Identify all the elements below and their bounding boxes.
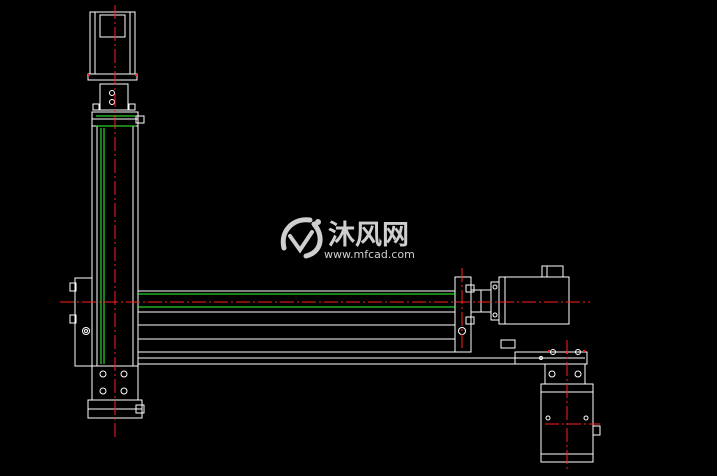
watermark: 沐风网 www.mfcad.com xyxy=(280,217,415,261)
watermark-brand-url: www.mfcad.com xyxy=(324,248,415,261)
watermark-brand-cn: 沐风网 xyxy=(328,220,409,251)
horizontal-servo-motor xyxy=(498,265,570,325)
horizontal-axis-module xyxy=(138,265,585,365)
vertical-coupling-block xyxy=(92,83,136,111)
horizontal-beam xyxy=(138,290,455,353)
right-base-plate xyxy=(514,349,588,365)
horizontal-end-plate xyxy=(454,276,475,353)
centerlines xyxy=(60,5,600,470)
horizontal-coupling xyxy=(470,281,500,321)
horizontal-guide-rail xyxy=(138,293,455,308)
vertical-bottom-carriage xyxy=(87,365,145,419)
vertical-top-end-block xyxy=(91,111,145,127)
vertical-motor-housing xyxy=(87,11,138,81)
watermark-logo-icon xyxy=(280,217,323,259)
vertical-guide-rail xyxy=(96,115,136,364)
horizontal-lower-bracket xyxy=(138,339,585,365)
dimension-markers xyxy=(88,74,585,354)
right-vertical-motor xyxy=(540,363,601,463)
vertical-side-mount-plate xyxy=(69,277,93,367)
vertical-axis-module xyxy=(69,11,145,419)
